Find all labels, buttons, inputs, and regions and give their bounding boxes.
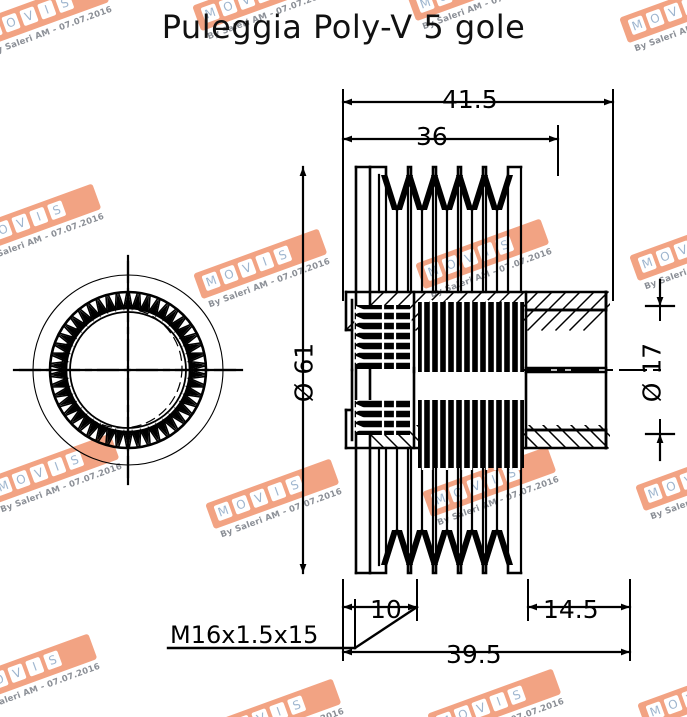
spline-sleeve-upper <box>418 300 524 372</box>
dim-label-thread-to-end: 39.5 <box>446 640 502 669</box>
drawing-title: Puleggia Poly-V 5 gole <box>161 8 526 46</box>
front-view-center-dash <box>18 260 238 480</box>
groove-root-lines-top <box>377 165 523 294</box>
section-outline <box>354 165 372 575</box>
thread-leader-line <box>166 605 419 650</box>
dim-label-groove-start: 10 <box>370 595 402 624</box>
dim-label-outer-diameter: Ø 61 <box>289 342 319 403</box>
bore-walls <box>524 290 608 450</box>
dim-label-hub-length: 14.5 <box>543 595 599 624</box>
dim-label-overall-length: 41.5 <box>442 85 498 114</box>
poly-v-grooves-top-fill <box>381 175 513 210</box>
poly-v-grooves-bottom-fill <box>381 530 513 565</box>
dim-label-thread-spec: M16x1.5x15 <box>170 621 319 649</box>
internal-thread-upper <box>354 301 412 370</box>
internal-thread-lower <box>354 400 412 439</box>
front-view-spline-ring <box>49 291 207 449</box>
dim-label-body-length: 36 <box>416 122 448 151</box>
spline-sleeve-lower <box>418 398 524 470</box>
dim-label-bore-diameter: Ø 17 <box>637 342 667 403</box>
